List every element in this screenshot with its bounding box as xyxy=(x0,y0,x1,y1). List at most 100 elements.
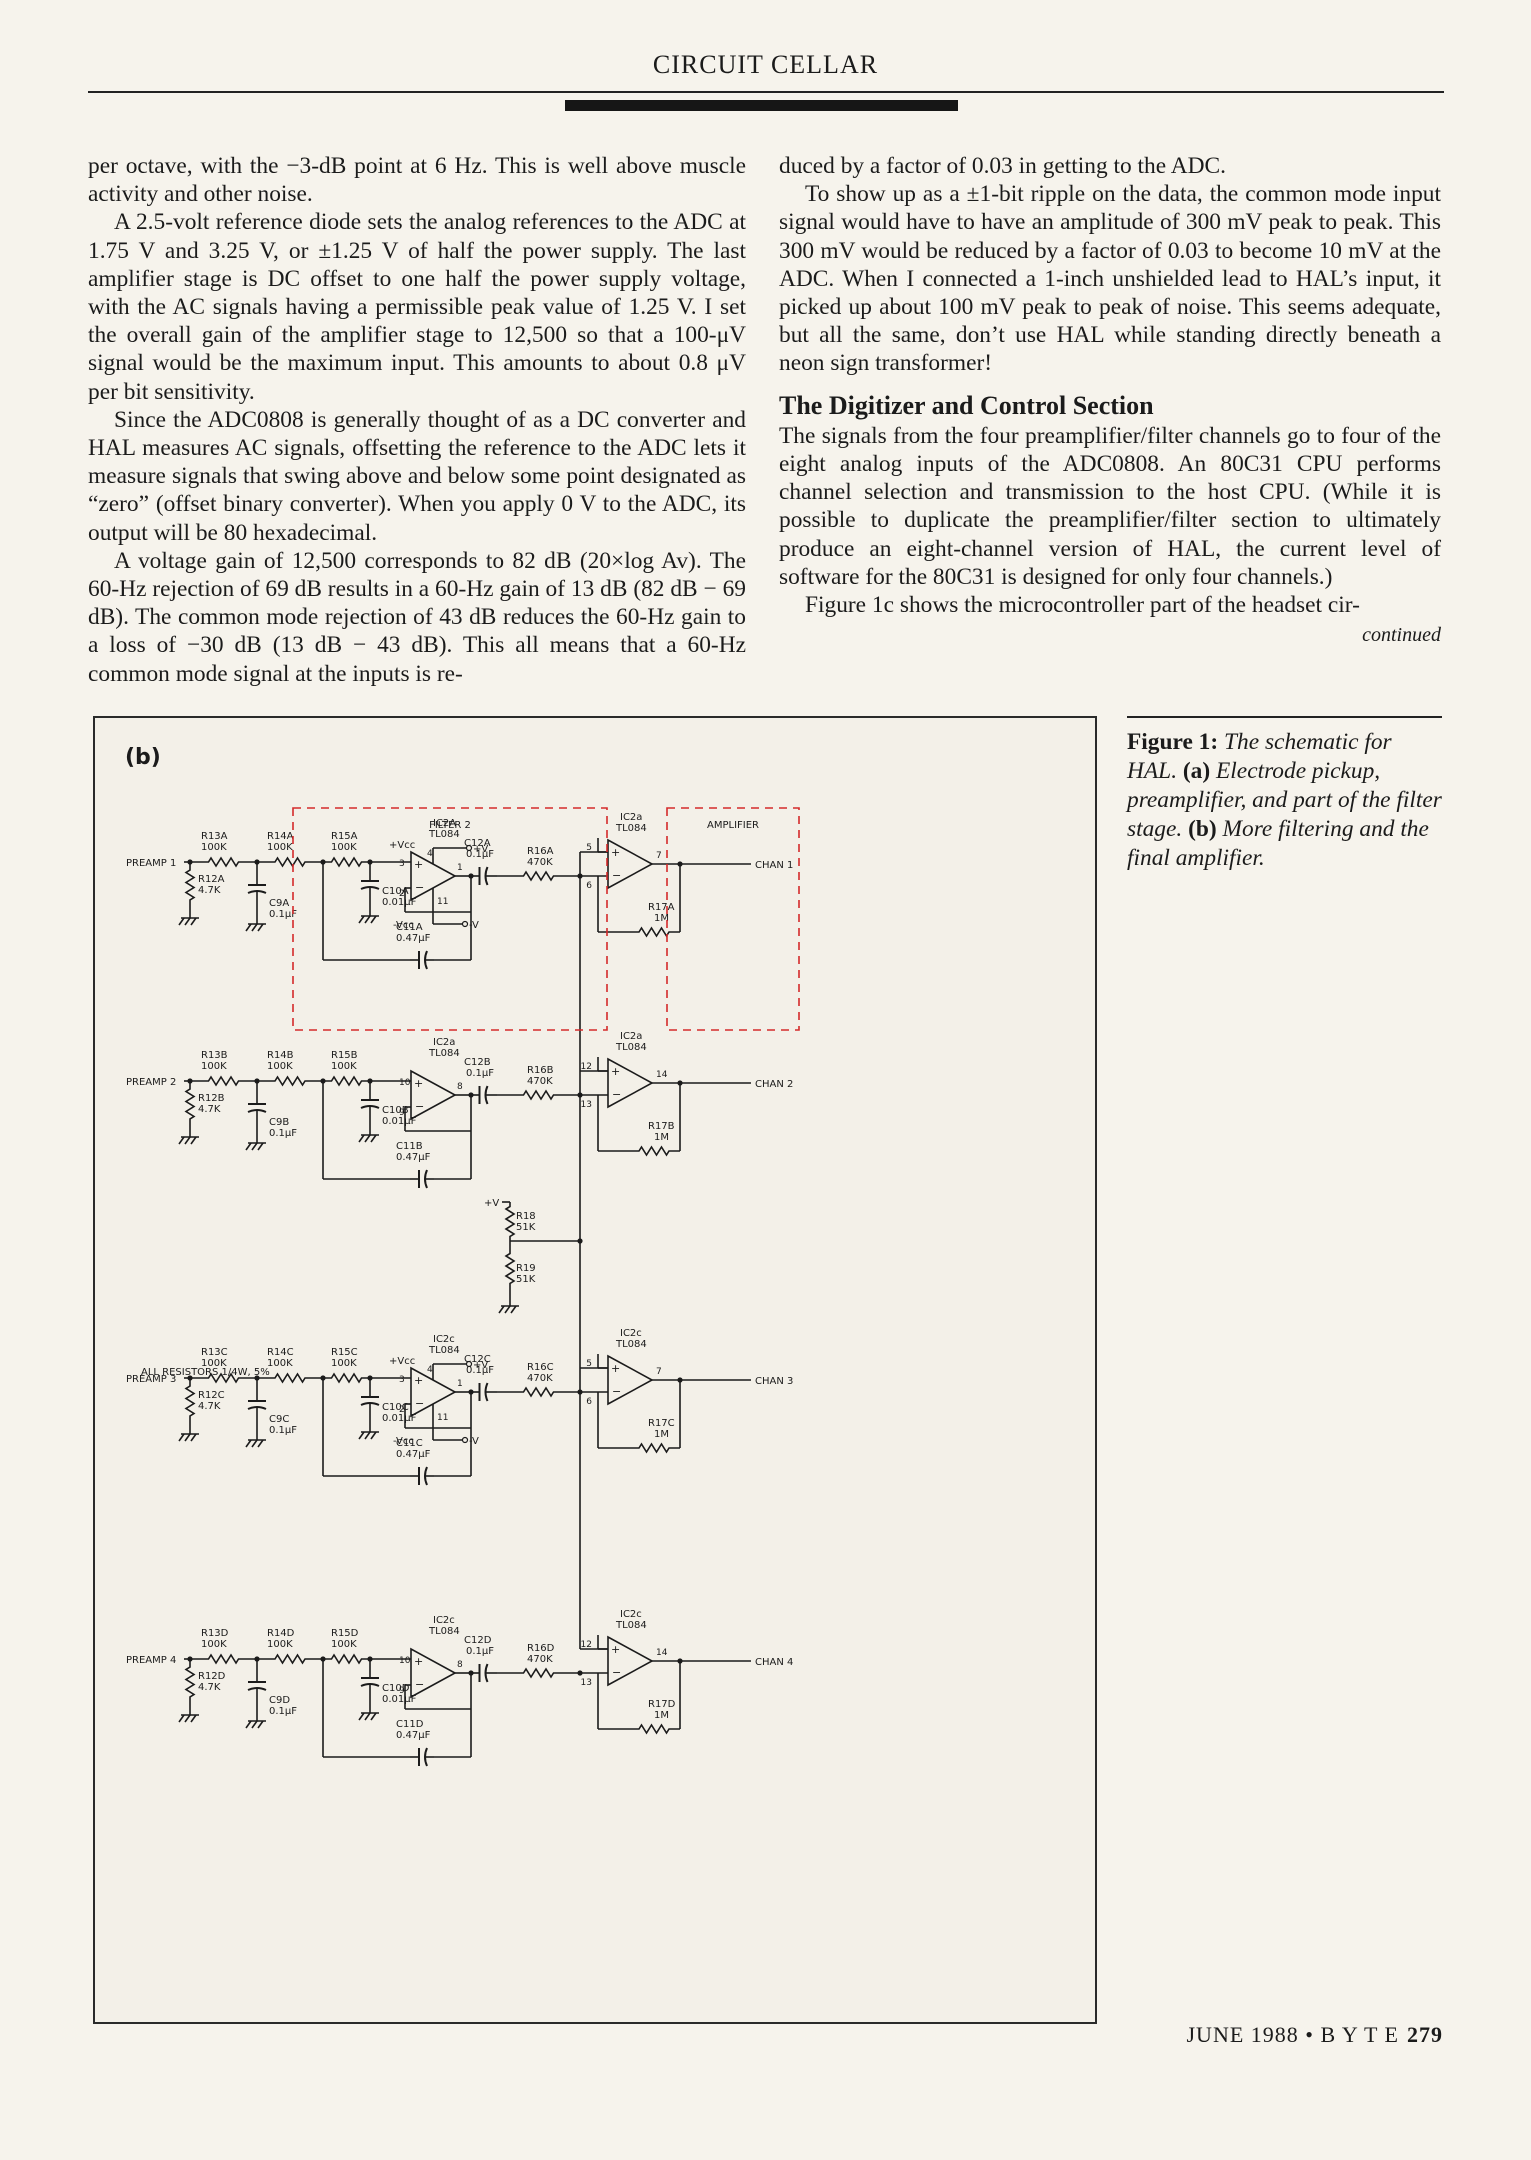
resistor-value: 100K xyxy=(201,1061,227,1072)
resistor-symbol xyxy=(257,856,323,868)
plus-sign: + xyxy=(414,858,423,871)
left-column: per octave, with the −3-dB point at 6 Hz… xyxy=(88,152,746,688)
resistor-value: 4.7K xyxy=(198,885,221,896)
capacitor-ref: C10C xyxy=(382,1402,409,1413)
left-paragraph-3: Since the ADC0808 is generally thought o… xyxy=(88,406,746,546)
resistor-symbol xyxy=(184,1378,196,1424)
resistor-symbol xyxy=(497,1386,580,1398)
capacitor-value: 0.01μF xyxy=(382,1413,417,1424)
ground-symbol xyxy=(364,1134,371,1143)
op-amp-type: TL084 xyxy=(615,823,647,834)
capacitor-value: 0.1μF xyxy=(269,1706,297,1717)
left-paragraph-1: per octave, with the −3-dB point at 6 Hz… xyxy=(88,153,746,208)
caption-text-2: Electrode pickup, preamplifier, and part… xyxy=(1127,758,1442,842)
pin-number: 10 xyxy=(399,1078,411,1088)
channel-output-label: CHAN 2 xyxy=(755,1079,793,1090)
ground-symbol xyxy=(370,915,377,924)
capacitor-ref: C9D xyxy=(269,1695,290,1706)
preamp-input-label: PREAMP 1 xyxy=(126,858,176,869)
ground-symbol xyxy=(245,1142,252,1151)
supply-label: +Vcc xyxy=(389,840,415,851)
resistor-ref: R12B xyxy=(198,1093,225,1104)
resistor-ref: R15A xyxy=(331,831,358,842)
supply-terminal xyxy=(461,920,469,928)
supply-terminal xyxy=(465,1360,473,1368)
capacitor-ref: C12B xyxy=(464,1057,491,1068)
minus-sign: − xyxy=(415,1678,424,1691)
amplifier-op-amp xyxy=(607,1635,654,1687)
ground-symbol xyxy=(184,1433,191,1442)
ground-symbol xyxy=(190,1714,197,1723)
resistor-symbol xyxy=(323,1075,370,1087)
capacitor-value: 0.47μF xyxy=(396,933,431,944)
filter-op-amp xyxy=(410,1069,457,1121)
ground-symbol xyxy=(257,1439,264,1448)
op-amp-ref: IC2a xyxy=(620,812,642,823)
capacitor-value: 0.47μF xyxy=(396,1730,431,1741)
pin-number: 6 xyxy=(586,881,592,891)
resistor-value: 1M xyxy=(654,1132,669,1143)
header-rule xyxy=(88,91,1444,93)
resistor-value: 51K xyxy=(516,1274,536,1285)
pin-number: 7 xyxy=(656,1367,662,1377)
ground-symbol xyxy=(364,1712,371,1721)
ground-symbol xyxy=(498,1305,505,1314)
resistor-ref: R12A xyxy=(198,874,225,885)
ground-symbol xyxy=(184,1714,191,1723)
junction-dot xyxy=(320,1078,326,1084)
resistor-symbol xyxy=(628,926,680,938)
resistor-ref: R12D xyxy=(198,1671,226,1682)
pin-number: 3 xyxy=(399,859,405,869)
pin-number: 13 xyxy=(581,1100,592,1110)
ground-symbol xyxy=(358,1712,365,1721)
figure-caption: Figure 1: The schematic for HAL. (a) Ele… xyxy=(1127,728,1445,873)
op-amp-ref: IC2c xyxy=(433,1615,455,1626)
pin-number: 7 xyxy=(656,851,662,861)
junction-dot xyxy=(320,1656,326,1662)
resistor-symbol xyxy=(628,1723,680,1735)
schematic-diagram: (b) ALL RESISTORS 1/4W, 5% PREAMP 1R13A1… xyxy=(125,745,800,1767)
resistor-value: 100K xyxy=(331,1639,357,1650)
plus-sign: + xyxy=(611,1065,620,1078)
op-amp-type: TL084 xyxy=(615,1339,647,1350)
filter-op-amp xyxy=(410,1647,457,1699)
minus-sign: − xyxy=(612,1088,621,1101)
ground-symbol xyxy=(184,1136,191,1145)
pin-number: 4 xyxy=(427,1365,433,1375)
ground-symbol xyxy=(257,1142,264,1151)
resistor-ref: R15D xyxy=(331,1628,359,1639)
capacitor-ref: C9A xyxy=(269,898,289,909)
resistor-ref: R14A xyxy=(267,831,294,842)
resistor-symbol xyxy=(497,1089,580,1101)
resistor-symbol xyxy=(184,862,196,908)
ground-symbol xyxy=(190,1136,197,1145)
resistor-value: 100K xyxy=(267,1061,293,1072)
right-paragraph-4: Figure 1c shows the microcontroller part… xyxy=(805,592,1360,619)
resistor-value: 470K xyxy=(527,1076,553,1087)
resistor-symbol xyxy=(190,856,257,868)
op-amp-ref: IC2a xyxy=(433,1037,455,1048)
capacitor-ref: C10B xyxy=(382,1105,409,1116)
capacitor-value: 0.47μF xyxy=(396,1152,431,1163)
resistor-value: 100K xyxy=(331,842,357,853)
resistor-ref: R14D xyxy=(267,1628,295,1639)
ground-symbol xyxy=(251,1142,258,1151)
ground-symbol xyxy=(358,1431,365,1440)
resistor-symbol xyxy=(504,1241,516,1296)
resistor-symbol xyxy=(184,1081,196,1127)
right-paragraph-1: duced by a factor of 0.03 in getting to … xyxy=(779,153,1226,179)
ground-symbol xyxy=(178,1136,185,1145)
panel-label: (b) xyxy=(125,745,161,770)
resistor-symbol xyxy=(257,1653,323,1665)
filter-section-label: FILTER 2 xyxy=(429,820,471,831)
supply-label: +V xyxy=(484,1198,499,1209)
ground-symbol xyxy=(370,1431,377,1440)
amplifier-section-box xyxy=(666,807,800,1031)
capacitor-value: 0.01μF xyxy=(382,1116,417,1127)
resistor-value: 470K xyxy=(527,1654,553,1665)
pin-number: 8 xyxy=(457,1082,463,1092)
resistor-ref: R13C xyxy=(201,1347,228,1358)
capacitor-ref: C10A xyxy=(382,886,409,897)
capacitor-ref: C11C xyxy=(396,1438,423,1449)
